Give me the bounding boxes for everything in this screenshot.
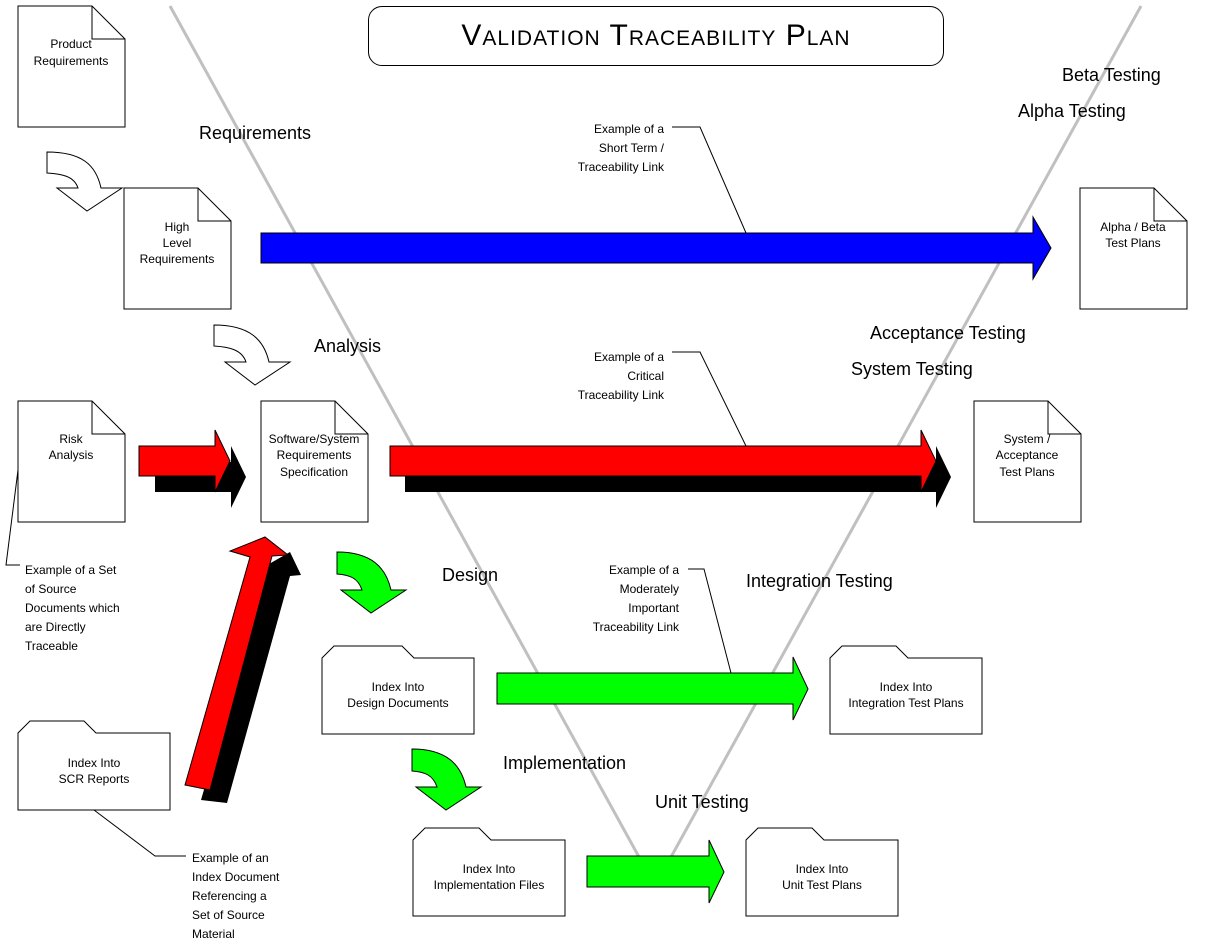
phase-label-integration-testing: Integration Testing xyxy=(746,571,893,591)
annotation-source-docs: Example of a Set of Source Documents whi… xyxy=(25,563,120,653)
curved-arrow-4 xyxy=(411,748,483,811)
blue-traceability-arrow xyxy=(260,215,1052,281)
doc-label-line: Alpha / Beta xyxy=(1100,220,1166,234)
folder-label-line: SCR Reports xyxy=(59,772,130,786)
folder-label-line: Index Into xyxy=(880,680,933,694)
srs-to-system-arrow xyxy=(389,429,937,493)
annotation-line: Traceability Link xyxy=(578,160,665,174)
annotation-line: Example of a xyxy=(594,350,664,364)
phase-label-design: Design xyxy=(442,565,498,585)
doc-srs: Software/System Requirements Specificati… xyxy=(260,400,369,523)
doc-label-line: Acceptance xyxy=(996,448,1059,462)
annotation-line: Moderately xyxy=(620,582,679,596)
doc-label-line: Test Plans xyxy=(999,465,1054,479)
scr-to-srs-arrow xyxy=(184,536,290,791)
doc-label-line: High xyxy=(165,220,190,234)
annotation-line: Important xyxy=(628,601,679,615)
annotation-line: Set of Source xyxy=(192,908,265,922)
annotation-line: Short Term / xyxy=(599,141,665,155)
doc-label-line: Software/System xyxy=(269,432,360,446)
doc-label-line: Risk xyxy=(59,432,83,446)
doc-label-line: Analysis xyxy=(49,448,94,462)
doc-label-line: Requirements xyxy=(277,448,352,462)
doc-high-level-requirements: High Level Requirements xyxy=(123,187,232,310)
doc-product-requirements: Product Requirements xyxy=(17,5,126,128)
doc-label-line: Requirements xyxy=(34,54,109,68)
doc-label-line: System / xyxy=(1004,432,1051,446)
curved-arrow-1 xyxy=(46,151,124,212)
annotation-critical: Example of a Critical Traceability Link xyxy=(578,350,665,402)
phase-label-system-testing: System Testing xyxy=(851,359,973,379)
title-box: Validation Traceability Plan xyxy=(368,6,944,66)
folder-label-line: Design Documents xyxy=(347,696,448,710)
phase-label-requirements: Requirements xyxy=(199,123,311,143)
annotation-line: Index Document xyxy=(192,870,280,884)
leader-short-term xyxy=(672,126,747,234)
folder-label-line: Index Into xyxy=(796,862,849,876)
page-title: Validation Traceability Plan xyxy=(461,19,851,52)
phase-label-acceptance-testing: Acceptance Testing xyxy=(870,323,1026,343)
annotation-index-doc: Example of an Index Document Referencing… xyxy=(192,851,280,941)
doc-label-line: Test Plans xyxy=(1105,236,1160,250)
srs-to-system-arrow-shadow xyxy=(405,446,951,508)
design-to-integration-arrow xyxy=(496,656,809,721)
risk-to-srs-arrow-shadow xyxy=(155,446,246,508)
folder-integration-index: Index Into Integration Test Plans xyxy=(829,645,983,735)
doc-label-line: Level xyxy=(163,236,192,250)
folder-scr-index: Index Into SCR Reports xyxy=(17,720,171,811)
folder-label-line: Index Into xyxy=(68,756,121,770)
annotation-line: Traceability Link xyxy=(578,388,665,402)
folder-label-line: Unit Test Plans xyxy=(782,878,862,892)
doc-label-line: Specification xyxy=(280,465,348,479)
annotation-line: Example of a Set xyxy=(25,563,117,577)
annotation-line: Referencing a xyxy=(192,889,267,903)
leader-moderate xyxy=(688,568,732,674)
folder-label-line: Index Into xyxy=(372,680,425,694)
folder-label-line: Index Into xyxy=(463,862,516,876)
doc-label-line: Requirements xyxy=(140,252,215,266)
leader-source-docs xyxy=(5,469,20,566)
annotation-moderate: Example of a Moderately Important Tracea… xyxy=(593,563,680,634)
risk-to-srs-arrow xyxy=(138,429,231,493)
doc-label-line: Product xyxy=(50,37,92,51)
curved-arrow-3 xyxy=(336,551,408,614)
annotation-line: Traceable xyxy=(25,639,78,653)
folder-implementation-index: Index Into Implementation Files xyxy=(412,827,566,917)
annotation-short-term: Example of a Short Term / Traceability L… xyxy=(578,122,665,174)
annotation-line: Critical xyxy=(627,369,664,383)
scr-to-srs-arrow-shadow xyxy=(201,552,301,803)
phase-label-unit-testing: Unit Testing xyxy=(655,792,749,812)
leader-critical xyxy=(672,351,747,447)
folder-label-line: Implementation Files xyxy=(434,878,545,892)
annotation-line: of Source xyxy=(25,582,77,596)
annotation-line: Documents which xyxy=(25,601,120,615)
doc-risk-analysis: Risk Analysis xyxy=(17,400,126,523)
annotation-line: are Directly xyxy=(25,620,86,634)
implementation-to-unit-arrow xyxy=(586,839,725,904)
folder-design-index: Index Into Design Documents xyxy=(321,645,475,735)
curved-arrow-2 xyxy=(213,324,292,386)
folder-label-line: Integration Test Plans xyxy=(848,696,963,710)
annotation-line: Example of a xyxy=(609,563,679,577)
annotation-line: Traceability Link xyxy=(593,620,680,634)
phase-label-beta-testing: Beta Testing xyxy=(1062,65,1161,85)
annotation-line: Example of a xyxy=(594,122,664,136)
annotation-line: Example of an xyxy=(192,851,269,865)
doc-alpha-beta-test-plans: Alpha / Beta Test Plans xyxy=(1079,187,1188,310)
phase-label-implementation: Implementation xyxy=(503,753,626,773)
doc-system-acceptance-test-plans: System / Acceptance Test Plans xyxy=(973,400,1082,523)
phase-label-alpha-testing: Alpha Testing xyxy=(1018,101,1126,121)
annotation-line: Material xyxy=(192,927,235,941)
leader-index-doc xyxy=(93,809,186,857)
folder-unit-test-index: Index Into Unit Test Plans xyxy=(745,827,899,917)
phase-label-analysis: Analysis xyxy=(314,336,381,356)
